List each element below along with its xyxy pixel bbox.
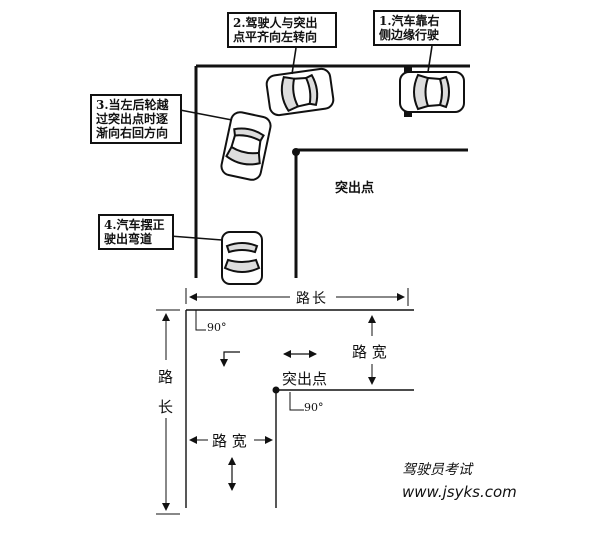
bottom-road-boundaries xyxy=(185,309,414,508)
callout-step2-line2: 点平齐向左转向 xyxy=(233,30,318,44)
turn-arrow-icon xyxy=(220,351,240,367)
protrusion-point-top xyxy=(292,148,300,156)
callout-step1-line1: 1.汽车靠右 xyxy=(379,14,440,28)
callout-step1: 1.汽车靠右 侧边缘行驶 xyxy=(373,10,461,46)
protrusion-label-bottom: 突出点 xyxy=(282,370,328,388)
protrusion-label-top: 突出点 xyxy=(335,181,375,196)
car-step1 xyxy=(399,67,465,117)
dim-road-length-vertical xyxy=(156,309,180,515)
callout-step3-line2: 过突出点时逐 xyxy=(96,112,169,126)
callout-step2: 2.驾驶人与突出 点平齐向左转向 xyxy=(227,12,337,48)
car-step3 xyxy=(220,111,272,181)
callout-pointers xyxy=(169,45,433,241)
road-length-vertical-label-2: 长 xyxy=(158,398,174,416)
protrusion-point-bottom xyxy=(272,386,280,394)
car-step4 xyxy=(221,231,263,285)
watermark-url: www.jsyks.com xyxy=(402,483,517,501)
callout-step4-line2: 驶出弯道 xyxy=(104,232,153,246)
right-angle-mark-top xyxy=(195,310,206,331)
callout-step2-line1: 2.驾驶人与突出 xyxy=(233,16,318,30)
callout-step3-line1: 3.当左后轮越 xyxy=(96,98,169,112)
right-angle-mark-bottom xyxy=(289,392,304,411)
watermark-title: 驾驶员考试 xyxy=(402,462,472,478)
callout-step4-line1: 4.汽车摆正 xyxy=(104,218,165,232)
top-road-boundaries xyxy=(194,64,470,278)
road-width-bottom-label: 路 宽 xyxy=(212,432,247,450)
callout-step1-line2: 侧边缘行驶 xyxy=(379,28,440,42)
car-step2 xyxy=(265,67,335,117)
road-length-horizontal-label: 路长 xyxy=(296,291,328,307)
callout-step3-line3: 渐向右回方向 xyxy=(96,126,169,140)
angle-label-bottom: 90° xyxy=(304,401,324,414)
callout-step3: 3.当左后轮越 过突出点时逐 渐向右回方向 xyxy=(90,94,182,144)
road-length-vertical-label-1: 路 xyxy=(158,368,174,386)
road-width-right-label: 路 宽 xyxy=(352,343,387,361)
dim-road-length-horizontal xyxy=(185,288,409,306)
callout-step4: 4.汽车摆正 驶出弯道 xyxy=(98,214,174,250)
angle-label-top: 90° xyxy=(207,321,227,334)
